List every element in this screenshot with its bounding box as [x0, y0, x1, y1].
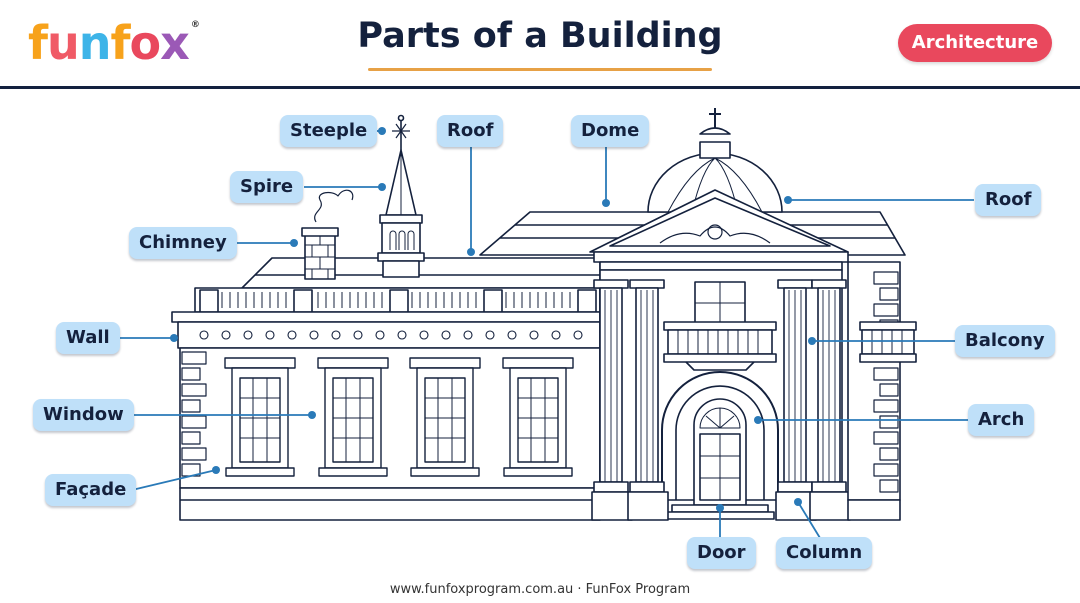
page-title: Parts of a Building [357, 16, 723, 56]
quoins [181, 351, 207, 477]
header-divider [0, 86, 1080, 89]
label-dome: Dome [571, 115, 650, 147]
footer-credit: www.funfoxprogram.com.au · FunFox Progra… [389, 582, 691, 597]
frieze-medallions [199, 330, 583, 340]
chimney-smoke [314, 189, 354, 223]
category-badge: Architecture [898, 24, 1052, 62]
left-wing-roof [241, 257, 601, 289]
label-chimney: Chimney [129, 227, 237, 259]
logo-letter: o [129, 16, 162, 70]
label-roof-right: Roof [975, 184, 1042, 216]
left-windows [224, 357, 574, 477]
label-facade: Façade [45, 474, 137, 506]
plinth [179, 487, 601, 521]
label-window: Window [33, 399, 134, 431]
balcony [663, 321, 777, 331]
funfox-logo: f u n f o x ® [28, 10, 200, 76]
columns [591, 279, 851, 521]
label-roof-left: Roof [437, 115, 504, 147]
logo-letter: x [160, 16, 190, 70]
registered-mark: ® [190, 20, 200, 30]
logo-letter: n [78, 16, 112, 70]
arch [661, 371, 779, 500]
logo-letter: f [110, 16, 131, 70]
cornice [171, 311, 601, 323]
logo-letter: f [28, 16, 48, 70]
label-balcony: Balcony [955, 325, 1055, 357]
leader-dots [170, 127, 816, 512]
label-steeple: Steeple [280, 115, 378, 147]
pediment-ornament [659, 226, 771, 244]
weathervane [392, 123, 410, 139]
label-arch: Arch [968, 404, 1035, 436]
logo-letter: u [47, 16, 80, 70]
label-spire: Spire [230, 171, 304, 203]
title-underline [368, 68, 712, 71]
balusters [221, 292, 571, 308]
label-wall: Wall [56, 322, 120, 354]
label-column: Column [776, 537, 873, 569]
label-door: Door [687, 537, 756, 569]
